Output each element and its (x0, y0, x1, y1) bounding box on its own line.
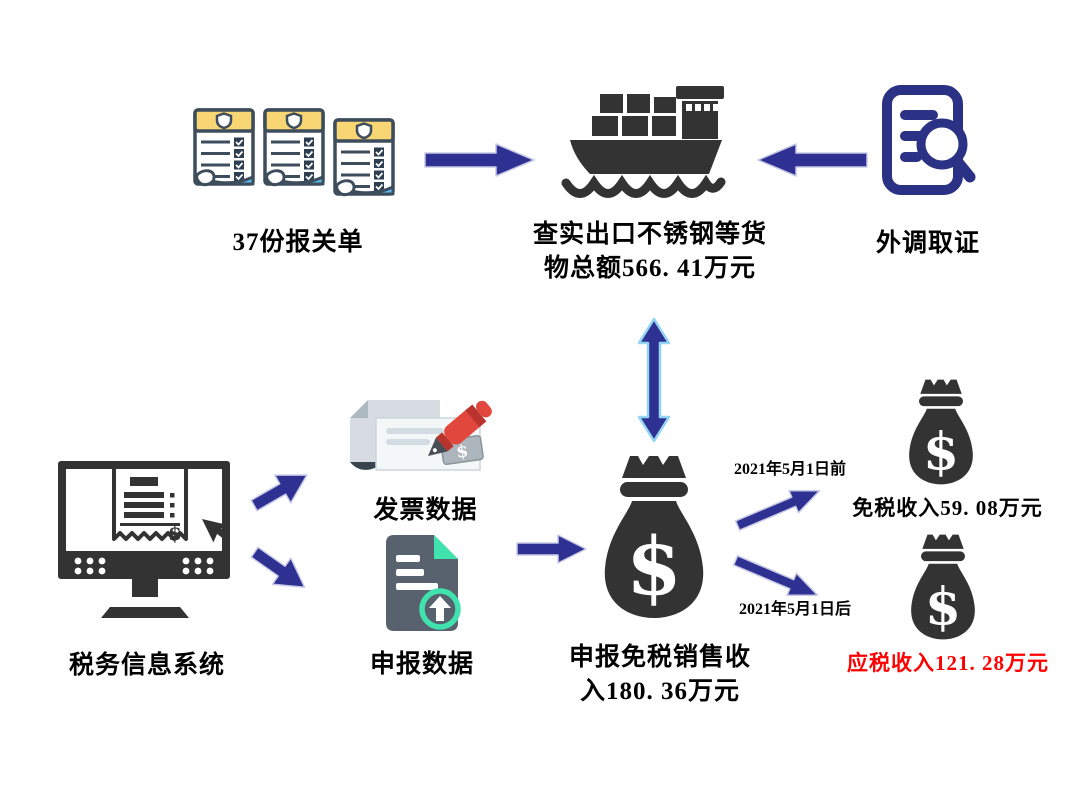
arrow-split-up-icon (734, 489, 821, 531)
computer-monitor-icon: $ (58, 461, 231, 618)
document-magnifier-icon (882, 85, 976, 195)
invoice-data-label: 发票数据 (373, 497, 478, 524)
arrow-split-down-icon (732, 555, 819, 597)
arrow-down-right-icon (250, 546, 306, 588)
exempt-bag-dollar-glyph: $ (923, 421, 959, 482)
after-date-label: 2021年5月1日后 (738, 601, 851, 618)
customs-declarations-label: 37份报关单 (232, 229, 364, 256)
tax-system-label: 税务信息系统 (68, 652, 225, 679)
money-bag-dollar-glyph: $ (626, 519, 682, 613)
taxable-income-label: 应税收入121. 28万元 (847, 651, 1049, 675)
taxable-bag-dollar-glyph: $ (925, 576, 961, 637)
ship-label-line2: 物总额566. 41万元 (543, 255, 756, 282)
money-bag-exempt-icon: $ (909, 379, 973, 485)
ship-label-line1: 查实出口不锈钢等货 (532, 221, 767, 248)
exempt-income-label: 免税收入59. 08万元 (852, 496, 1043, 520)
invoice-pen-icon: $ (350, 400, 492, 471)
before-date-label: 2021年5月1日前 (733, 461, 846, 478)
declared-income-line2: 入180. 36万元 (579, 678, 740, 705)
double-arrow-vertical-icon (637, 317, 671, 443)
cargo-ship-icon (561, 86, 726, 198)
cursor-icon (202, 519, 231, 543)
document-upload-icon (386, 535, 461, 631)
declaration-data-label: 申报数据 (369, 651, 474, 678)
arrow-up-right-icon (250, 474, 308, 512)
arrow-right-icon (424, 143, 535, 177)
declared-income-line1: 申报免税销售收 (568, 644, 751, 671)
fountain-pen-icon (428, 400, 492, 456)
ship-verified-label: 查实出口不锈钢等货 物总额566. 41万元 (520, 218, 780, 286)
declared-income-label: 申报免税销售收 入180. 36万元 (540, 641, 780, 709)
invoice-dollar-glyph: $ (455, 441, 470, 462)
customs-declarations-icon (193, 108, 395, 197)
money-bag-taxable-icon: $ (911, 534, 975, 640)
receipt-dollar-glyph: $ (168, 521, 182, 545)
arrow-right-mid-icon (516, 534, 587, 564)
evidence-label: 外调取证 (875, 230, 980, 257)
money-bag-declared-icon: $ (604, 456, 704, 618)
arrow-left-icon (757, 143, 868, 177)
